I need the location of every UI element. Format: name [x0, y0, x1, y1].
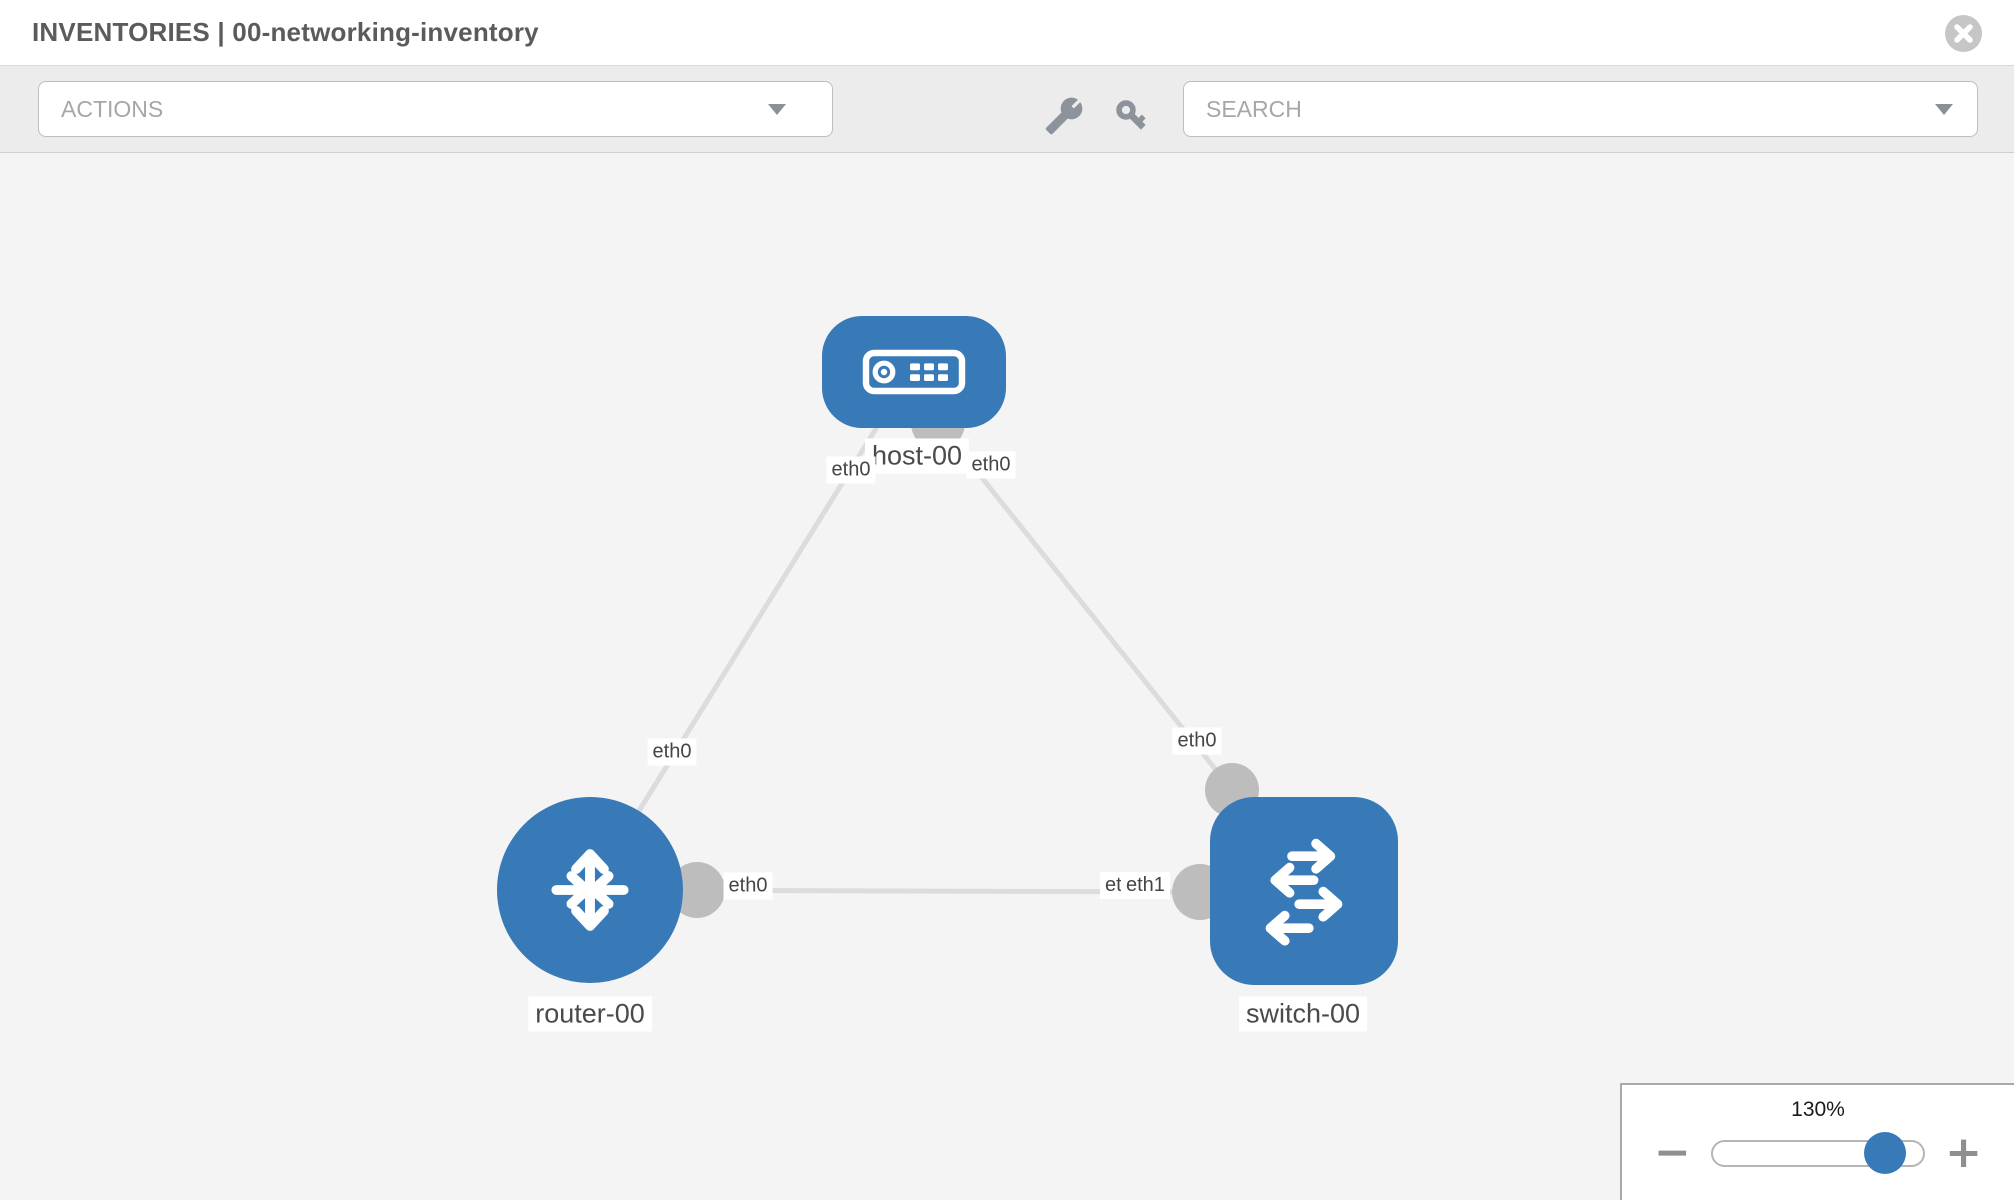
- close-button[interactable]: [1945, 15, 1982, 52]
- iface-label-router-link-eth0: eth0: [647, 738, 697, 766]
- chevron-down-icon: [1935, 103, 1953, 115]
- actions-dropdown[interactable]: ACTIONS: [38, 81, 833, 137]
- node-label-host: host-00: [864, 438, 970, 474]
- actions-dropdown-label: ACTIONS: [61, 95, 164, 122]
- iface-label-router-eth0: eth0: [723, 872, 773, 900]
- connector-router-right: [669, 862, 725, 918]
- wrench-icon: [1044, 96, 1088, 136]
- host-icon: [862, 349, 966, 395]
- zoom-slider-knob[interactable]: [1863, 1131, 1906, 1174]
- node-label-router: router-00: [528, 996, 652, 1032]
- node-host-00[interactable]: [822, 316, 1006, 428]
- node-router-00[interactable]: [497, 797, 683, 983]
- iface-label-host-eth0-right: eth0: [966, 451, 1016, 479]
- topology-links-layer: [587, 396, 1259, 920]
- iface-label-host-eth0-left: eth0: [826, 456, 876, 484]
- node-switch-00[interactable]: [1210, 797, 1398, 985]
- key-icon: [1112, 96, 1156, 136]
- zoom-in-button[interactable]: +: [1941, 1131, 1986, 1175]
- search-control: [1183, 81, 1978, 137]
- toolbar: ACTIONS: [0, 66, 2014, 153]
- topology-canvas[interactable]: host-00 router-00 switch-00 eth0 eth0 et…: [0, 153, 2014, 1200]
- zoom-out-button[interactable]: −: [1650, 1131, 1695, 1175]
- chevron-down-icon: [768, 103, 786, 115]
- zoom-slider-track[interactable]: [1710, 1131, 1926, 1174]
- search-input[interactable]: [1184, 82, 1935, 136]
- page-title: INVENTORIES | 00-networking-inventory: [32, 17, 539, 47]
- iface-label-switch-link-eth0: eth0: [1172, 727, 1222, 755]
- zoom-level-readout: 130%: [1791, 1098, 1845, 1121]
- close-icon: [1953, 23, 1974, 44]
- tools-button[interactable]: [1044, 94, 1088, 138]
- router-icon: [532, 832, 648, 948]
- switch-icon: [1244, 831, 1364, 951]
- iface-label-switch-eth1: eth1: [1121, 872, 1170, 899]
- zoom-panel: 130% − +: [1620, 1083, 2014, 1200]
- node-label-switch: switch-00: [1238, 996, 1368, 1032]
- header: INVENTORIES | 00-networking-inventory: [0, 0, 2014, 66]
- credentials-button[interactable]: [1112, 94, 1156, 138]
